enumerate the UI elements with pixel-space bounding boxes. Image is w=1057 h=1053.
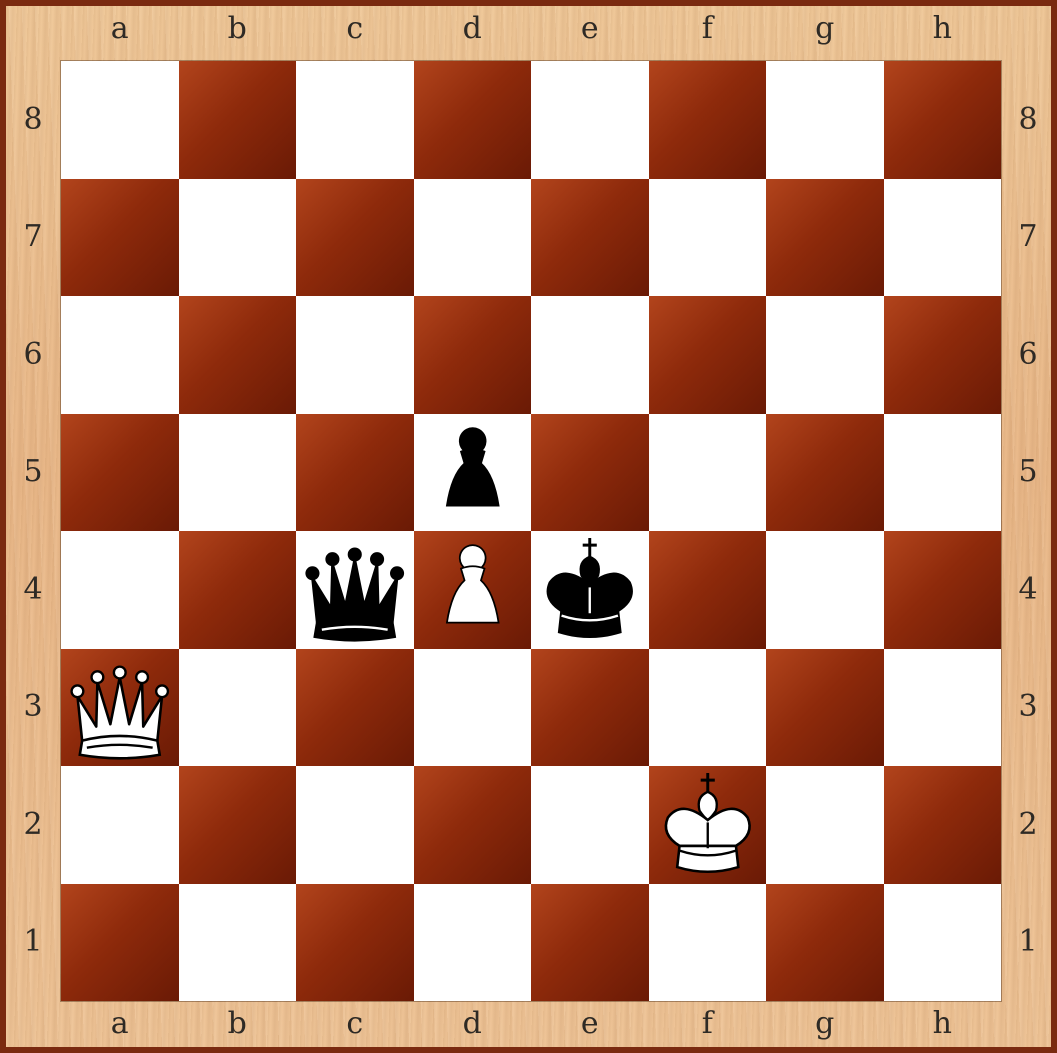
file-label-top-b: b xyxy=(217,9,257,49)
square-c5[interactable] xyxy=(296,414,414,532)
square-d8[interactable] xyxy=(414,61,532,179)
square-c8[interactable] xyxy=(296,61,414,179)
square-f7[interactable] xyxy=(649,179,767,297)
square-g2[interactable] xyxy=(766,766,884,884)
rank-label-left-3: 3 xyxy=(13,687,53,727)
square-a1[interactable] xyxy=(61,884,179,1002)
rank-label-left-7: 7 xyxy=(13,217,53,257)
white-queen-icon[interactable] xyxy=(61,649,179,767)
rank-label-left-2: 2 xyxy=(13,805,53,845)
square-c3[interactable] xyxy=(296,649,414,767)
square-h2[interactable] xyxy=(884,766,1002,884)
rank-label-right-4: 4 xyxy=(1008,570,1048,610)
square-a8[interactable] xyxy=(61,61,179,179)
rank-label-left-6: 6 xyxy=(13,335,53,375)
chess-board[interactable] xyxy=(61,61,1001,1001)
square-e8[interactable] xyxy=(531,61,649,179)
rank-label-right-6: 6 xyxy=(1008,335,1048,375)
square-g4[interactable] xyxy=(766,531,884,649)
file-label-top-e: e xyxy=(570,9,610,49)
file-label-top-g: g xyxy=(805,9,845,49)
square-c7[interactable] xyxy=(296,179,414,297)
file-label-bottom-h: h xyxy=(922,1004,962,1044)
square-b3[interactable] xyxy=(179,649,297,767)
black-queen-icon[interactable] xyxy=(296,531,414,649)
square-a4[interactable] xyxy=(61,531,179,649)
square-f1[interactable] xyxy=(649,884,767,1002)
square-g1[interactable] xyxy=(766,884,884,1002)
square-d6[interactable] xyxy=(414,296,532,414)
white-pawn-icon[interactable] xyxy=(414,531,532,649)
square-h5[interactable] xyxy=(884,414,1002,532)
square-e6[interactable] xyxy=(531,296,649,414)
square-d3[interactable] xyxy=(414,649,532,767)
square-b6[interactable] xyxy=(179,296,297,414)
rank-label-right-5: 5 xyxy=(1008,452,1048,492)
square-a6[interactable] xyxy=(61,296,179,414)
square-g8[interactable] xyxy=(766,61,884,179)
rank-label-right-2: 2 xyxy=(1008,805,1048,845)
square-h7[interactable] xyxy=(884,179,1002,297)
rank-label-right-7: 7 xyxy=(1008,217,1048,257)
square-h6[interactable] xyxy=(884,296,1002,414)
square-f8[interactable] xyxy=(649,61,767,179)
square-h8[interactable] xyxy=(884,61,1002,179)
file-label-top-f: f xyxy=(687,9,727,49)
square-f3[interactable] xyxy=(649,649,767,767)
rank-label-left-4: 4 xyxy=(13,570,53,610)
square-f4[interactable] xyxy=(649,531,767,649)
square-b7[interactable] xyxy=(179,179,297,297)
square-b4[interactable] xyxy=(179,531,297,649)
white-king-icon[interactable] xyxy=(649,766,767,884)
file-label-top-a: a xyxy=(100,9,140,49)
rank-label-left-5: 5 xyxy=(13,452,53,492)
rank-label-right-8: 8 xyxy=(1008,100,1048,140)
file-label-bottom-g: g xyxy=(805,1004,845,1044)
rank-label-right-1: 1 xyxy=(1008,922,1048,962)
square-g7[interactable] xyxy=(766,179,884,297)
square-e2[interactable] xyxy=(531,766,649,884)
square-g5[interactable] xyxy=(766,414,884,532)
file-label-top-c: c xyxy=(335,9,375,49)
square-h4[interactable] xyxy=(884,531,1002,649)
square-c2[interactable] xyxy=(296,766,414,884)
square-a7[interactable] xyxy=(61,179,179,297)
file-label-bottom-a: a xyxy=(100,1004,140,1044)
black-pawn-icon[interactable] xyxy=(414,414,532,532)
square-e3[interactable] xyxy=(531,649,649,767)
rank-label-left-1: 1 xyxy=(13,922,53,962)
square-c6[interactable] xyxy=(296,296,414,414)
square-e1[interactable] xyxy=(531,884,649,1002)
square-g6[interactable] xyxy=(766,296,884,414)
square-b8[interactable] xyxy=(179,61,297,179)
square-b2[interactable] xyxy=(179,766,297,884)
square-d2[interactable] xyxy=(414,766,532,884)
file-label-bottom-e: e xyxy=(570,1004,610,1044)
square-f5[interactable] xyxy=(649,414,767,532)
file-label-top-d: d xyxy=(452,9,492,49)
file-label-top-h: h xyxy=(922,9,962,49)
file-label-bottom-c: c xyxy=(335,1004,375,1044)
square-a5[interactable] xyxy=(61,414,179,532)
square-e5[interactable] xyxy=(531,414,649,532)
file-label-bottom-b: b xyxy=(217,1004,257,1044)
square-c1[interactable] xyxy=(296,884,414,1002)
square-f6[interactable] xyxy=(649,296,767,414)
rank-label-right-3: 3 xyxy=(1008,687,1048,727)
square-b5[interactable] xyxy=(179,414,297,532)
square-b1[interactable] xyxy=(179,884,297,1002)
square-e7[interactable] xyxy=(531,179,649,297)
square-d1[interactable] xyxy=(414,884,532,1002)
square-g3[interactable] xyxy=(766,649,884,767)
black-king-icon[interactable] xyxy=(531,531,649,649)
rank-label-left-8: 8 xyxy=(13,100,53,140)
square-a2[interactable] xyxy=(61,766,179,884)
file-label-bottom-d: d xyxy=(452,1004,492,1044)
square-h3[interactable] xyxy=(884,649,1002,767)
square-d7[interactable] xyxy=(414,179,532,297)
file-label-bottom-f: f xyxy=(687,1004,727,1044)
square-h1[interactable] xyxy=(884,884,1002,1002)
